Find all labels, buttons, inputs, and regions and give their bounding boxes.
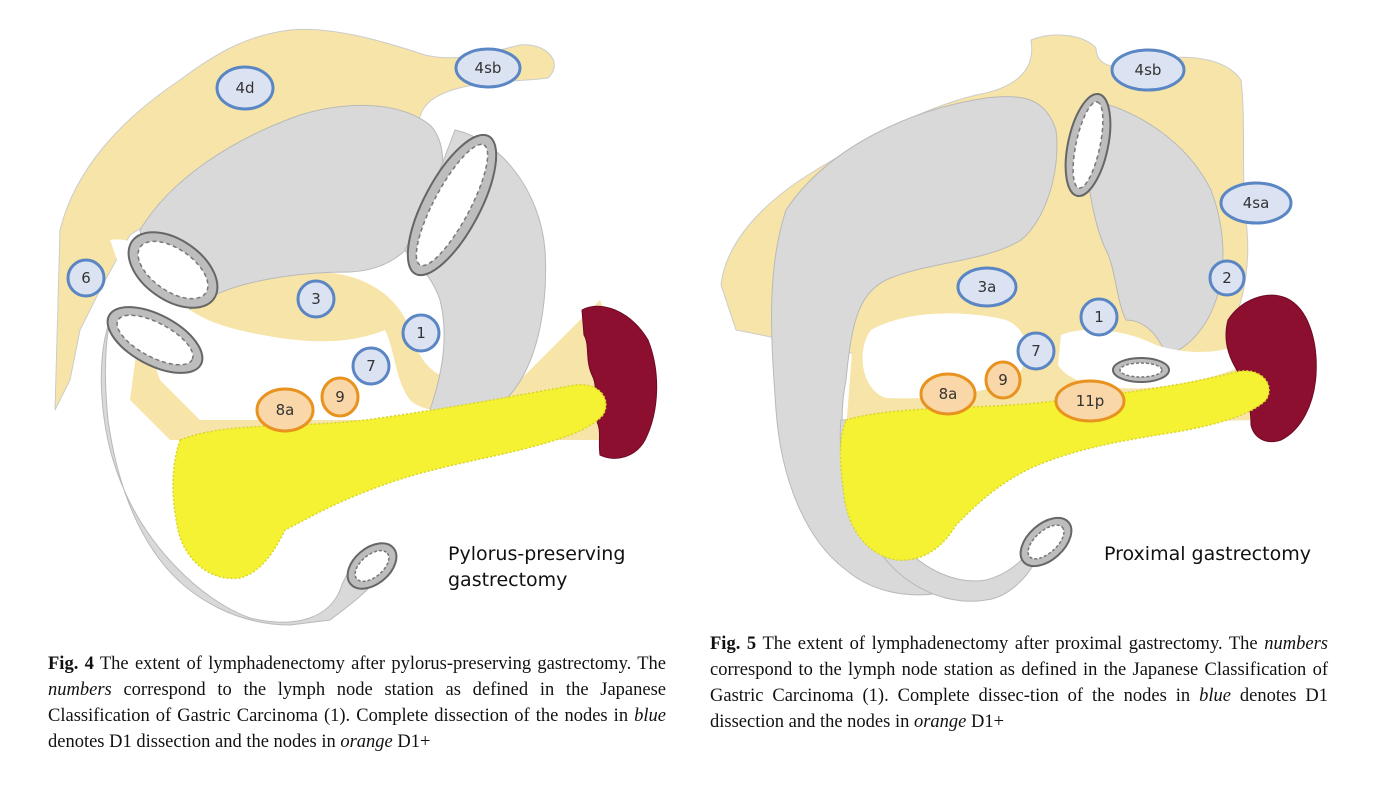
svg-text:11p: 11p [1076,392,1105,410]
fig4-caption-text-1: The extent of lymphadenectomy after pylo… [93,654,666,674]
svg-text:6: 6 [81,269,91,287]
fig5-spleen [1225,294,1317,443]
svg-text:8a: 8a [939,385,958,403]
fig4-pancreas [172,383,607,580]
svg-text:3a: 3a [978,278,997,296]
svg-text:7: 7 [366,357,376,375]
svg-text:4sb: 4sb [475,59,502,77]
fig5-node-8a: 8a [919,372,977,416]
fig4-caption-label: Fig. 4 [48,654,94,674]
fig5-node-7: 7 [1016,331,1056,371]
svg-text:7: 7 [1031,342,1041,360]
svg-text:1: 1 [1094,308,1104,326]
svg-text:4d: 4d [235,79,254,97]
fig4-caption-text-2: correspond to the lymph node station as … [48,680,666,726]
fig5-caption-text-2: correspond to the lymph node station as … [710,660,1328,706]
fig5-procedure-label: Proximal gastrectomy [1104,543,1311,565]
svg-text:9: 9 [998,371,1008,389]
fig4-caption-text-4: D1+ [392,732,431,752]
fig5-node-3a: 3a [956,266,1018,308]
fig5-caption-orange: orange [913,712,967,732]
fig5-node-2: 2 [1208,259,1246,297]
fig4-lumen-remnant [406,133,498,277]
fig5-caption-text-1: The extent of lymphadenectomy after prox… [756,634,1265,654]
fig4-node-8a: 8a [255,387,315,433]
fig4-procedure-label-line2: gastrectomy [448,569,567,591]
fig5-lumen-small [1112,357,1170,383]
svg-text:2: 2 [1222,269,1232,287]
fig4-node-3: 3 [296,279,336,319]
fig5-lumen-upper [1064,92,1112,198]
fig5-caption-text-3: denotes D1 dissection and the nodes in [710,686,1328,732]
fig4-procedure-label-line1: Pylorus-preserving [448,543,625,565]
fig4-node-6: 6 [66,258,106,298]
fig4-caption-text-3: denotes D1 dissection and the nodes in [48,732,341,752]
fig4-lumen-jejunum [346,542,398,590]
fig5-diagram: 4sb 4sa 2 3a 1 7 9 8a 11p Proximal gastr… [720,34,1317,602]
fig4-lumen-proximal [127,231,219,309]
fig5-node-4sa: 4sa [1219,181,1293,225]
fig5-node-1: 1 [1079,297,1119,337]
fig5-caption: Fig. 5 The extent of lymphadenectomy aft… [710,631,1328,735]
svg-text:4sa: 4sa [1243,194,1270,212]
fig5-caption-label: Fig. 5 [710,634,757,654]
fig5-caption-text-4: D1+ [966,712,1005,732]
svg-text:8a: 8a [276,401,295,419]
fig4-caption: Fig. 4 The extent of lymphadenectomy aft… [48,651,666,755]
fig4-node-9: 9 [320,376,360,418]
fig4-caption-orange: orange [340,732,393,752]
fig5-lumen-jejunum [1019,516,1073,568]
fig4-omentum-fat [54,28,555,411]
fig4-node-4sb: 4sb [454,47,522,89]
fig4-lumen-distal [106,306,204,374]
svg-text:9: 9 [335,388,345,406]
fig5-caption-blue: blue [1199,686,1231,706]
fig4-node-7: 7 [351,346,391,386]
fig4-node-1: 1 [401,313,441,353]
svg-text:1: 1 [416,324,426,342]
fig5-pancreas [839,370,1270,561]
svg-text:3: 3 [311,290,321,308]
fig5-node-11p: 11p [1054,379,1126,423]
fig4-node-4d: 4d [215,65,275,111]
fig5-caption-numbers: numbers [1264,634,1328,654]
fig4-caption-numbers: numbers [48,680,112,700]
svg-text:4sb: 4sb [1135,61,1162,79]
fig4-diagram: 4d 4sb 6 3 1 7 9 8a Pylorus-preserving g… [54,28,658,626]
fig5-node-9: 9 [984,360,1022,400]
fig5-node-4sb: 4sb [1110,48,1186,92]
fig4-spleen [581,305,658,459]
fig4-caption-blue: blue [634,706,666,726]
